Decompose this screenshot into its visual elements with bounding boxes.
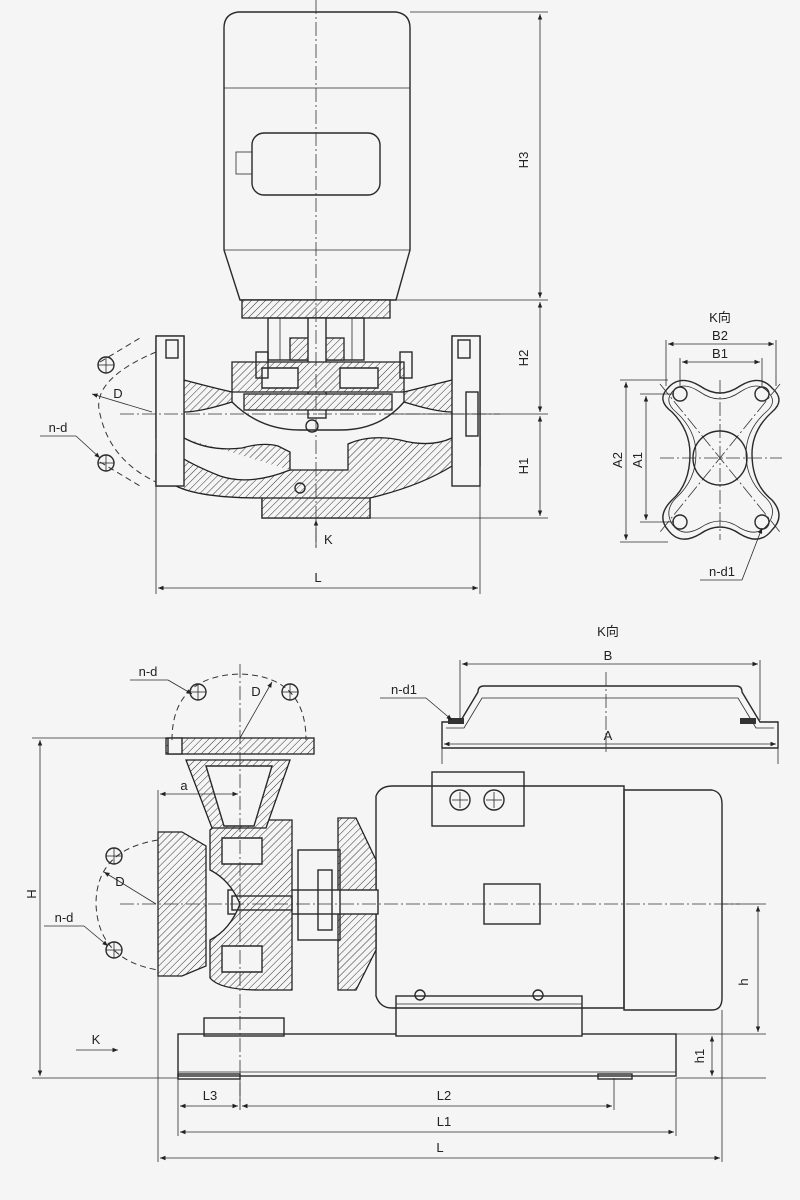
motor-body [223, 11, 411, 319]
dim-A: A [604, 728, 613, 743]
dim-B2: B2 [712, 328, 728, 343]
dim-D-top: D [113, 386, 122, 401]
dim-H3: H3 [516, 152, 531, 169]
dim-D-bottom-side: D [115, 874, 124, 889]
dim-nd-bottom-top: n-d [139, 664, 158, 679]
dim-a: a [180, 778, 188, 793]
vertical-pump-view [91, 0, 500, 548]
top-bolt-circle [171, 673, 307, 741]
base-frame [177, 995, 677, 1080]
dim-L-top: L [314, 570, 321, 585]
side-bolt-circle [95, 839, 159, 971]
horizontal-pump-view [95, 664, 740, 1104]
dim-nd1-bottom: n-d1 [391, 682, 417, 697]
dim-B1: B1 [712, 346, 728, 361]
dim-H1: H1 [516, 458, 531, 475]
dim-A1: A1 [630, 452, 645, 468]
dim-K-top: K [324, 532, 333, 547]
pump-casing-top [231, 361, 405, 411]
bottom-dimensions: n-d D a D n-d H h h1 K L3 L2 L1 L [24, 664, 766, 1162]
k-view-top: K向 B2 B1 A2 A1 n-d1 [610, 310, 782, 581]
dim-h1: h1 [692, 1049, 707, 1063]
dim-B: B [604, 648, 613, 663]
top-dimensions: H3 H2 H1 L D n-d K [40, 11, 548, 594]
dim-nd-bottom-side: n-d [55, 910, 74, 925]
dim-L-bottom: L [436, 1140, 443, 1155]
k-view-title-bottom: K向 [597, 624, 619, 639]
dim-H: H [24, 889, 39, 898]
dim-nd-top: n-d [49, 420, 68, 435]
dim-H2: H2 [516, 350, 531, 367]
k-view-title-top: K向 [709, 310, 731, 325]
dim-D-bottom-top: D [251, 684, 260, 699]
dim-L3: L3 [203, 1088, 217, 1103]
dim-L1: L1 [437, 1114, 451, 1129]
flange-bolts [165, 339, 471, 379]
bolt-circle [91, 337, 157, 487]
dim-K-bottom: K [92, 1032, 101, 1047]
inlet-flange [155, 335, 185, 487]
motor-horizontal [337, 771, 723, 1011]
dim-A2: A2 [610, 452, 625, 468]
dim-h: h [736, 978, 751, 985]
pump-casing-horizontal [157, 737, 315, 991]
dim-L2: L2 [437, 1088, 451, 1103]
dim-nd1-top: n-d1 [709, 564, 735, 579]
k-view-bottom: K向 B A n-d1 [380, 624, 779, 764]
